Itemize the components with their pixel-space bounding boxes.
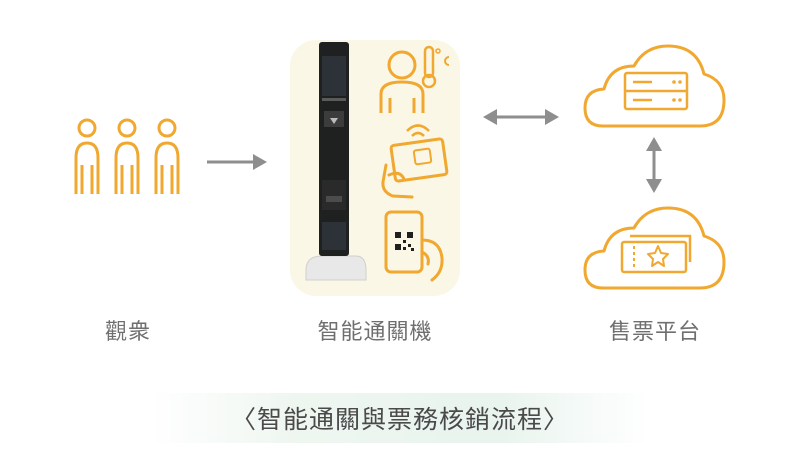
diagram-caption: 〈智能通關與票務核銷流程〉 [230, 405, 569, 434]
temperature-check-icon [379, 45, 450, 113]
ticket-cloud-icon [583, 206, 726, 290]
bidirectional-arrow-icon [483, 109, 559, 125]
nfc-card-icon [381, 124, 449, 199]
audience-icon [74, 118, 180, 196]
arrow-right-icon [207, 154, 267, 170]
gate-device-icon [305, 42, 367, 281]
audience-label: 觀衆 [104, 320, 151, 345]
gate-label: 智能通關機 [317, 320, 433, 345]
qr-code-phone-icon [384, 210, 444, 282]
ticketing-label: 售票平台 [608, 320, 701, 345]
vertical-bidirectional-arrow-icon [646, 137, 662, 193]
server-cloud-icon [583, 44, 726, 128]
caption-background [150, 393, 650, 443]
